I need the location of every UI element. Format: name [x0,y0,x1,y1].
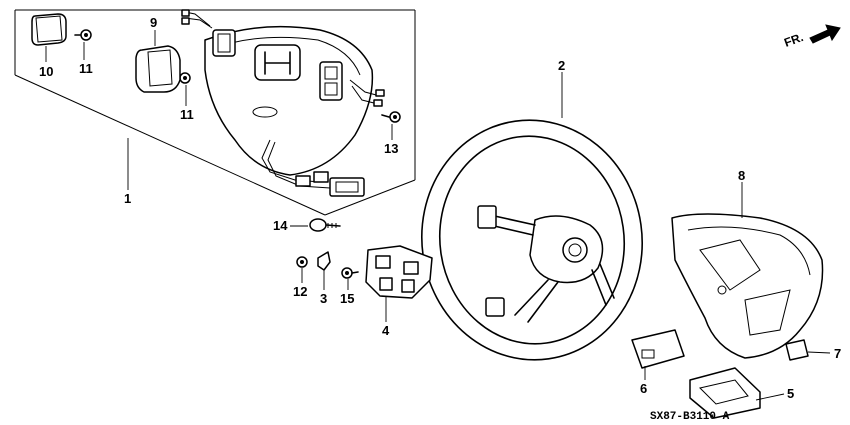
drawing-code: SX87-B3110 A [650,411,730,423]
part-3-bracket [317,251,331,271]
leader-lines [45,30,831,401]
part-5-cover [689,367,761,419]
callout-13: 13 [384,141,398,156]
callout-12: 12 [293,284,307,299]
airbag-group-frame [14,9,416,216]
callout-5: 5 [787,386,794,401]
part-10-cap [31,13,67,46]
part-13-bolt [381,111,401,123]
callout-11-a: 11 [79,61,93,76]
part-15-screw [341,267,359,279]
callouts: 10 11 9 11 1 13 2 8 14 12 3 15 4 6 5 7 [39,15,841,401]
callout-4: 4 [382,323,390,338]
callout-14: 14 [273,218,288,233]
callout-8: 8 [738,168,745,183]
direction-indicator: FR. [782,24,841,50]
callout-2: 2 [558,58,565,73]
callout-9: 9 [150,15,157,30]
airbag-module [181,9,385,197]
forward-arrow-icon [809,24,841,44]
callout-10: 10 [39,64,53,79]
part-8-rear-cover [671,213,824,359]
part-7-clip [785,339,809,361]
part-4-switch-assembly [365,245,433,299]
callout-1: 1 [124,191,131,206]
part-9-cover [135,45,181,93]
callout-11-b: 11 [180,107,194,122]
callout-6: 6 [640,381,647,396]
part-14-bolt [309,218,341,232]
part-2-steering-wheel [420,119,644,361]
callout-7: 7 [834,346,841,361]
callout-3: 3 [320,291,327,306]
part-12-screw [296,256,308,268]
direction-label: FR. [782,30,805,50]
part-6-cover [631,329,685,369]
callout-15: 15 [340,291,354,306]
part-11-bolt-a [74,29,92,41]
